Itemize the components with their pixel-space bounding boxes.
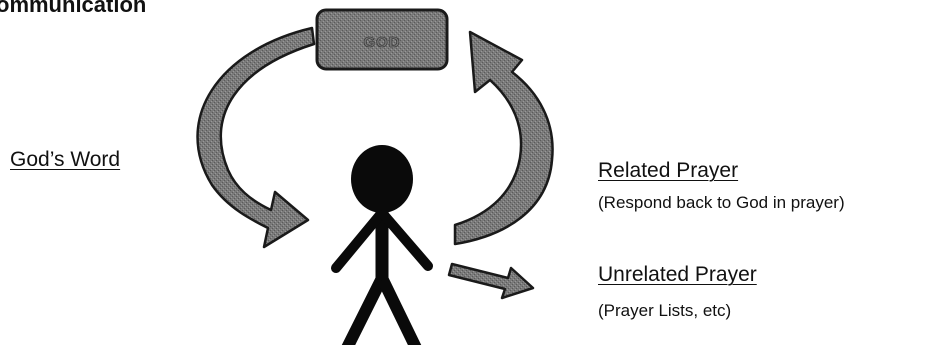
- related-prayer-label: Related Prayer: [598, 159, 739, 182]
- figure-right-arm: [379, 210, 433, 271]
- figure-left-arm: [331, 210, 385, 273]
- related-prayer-note: (Respond back to God in prayer): [598, 193, 845, 212]
- gods-word-arrow: [196, 26, 316, 249]
- unrelated-prayer-note: (Prayer Lists, etc): [598, 301, 732, 320]
- god-label: GOD: [363, 34, 400, 51]
- figure-right-leg: [377, 277, 422, 345]
- stick-figure: [331, 145, 433, 345]
- god-box: GOD: [315, 8, 449, 71]
- unrelated-prayer-arrow: [447, 262, 535, 300]
- figure-left-leg: [341, 277, 387, 345]
- gods-word-label: God’s Word: [10, 148, 121, 171]
- unrelated-prayer-label: Unrelated Prayer: [598, 263, 757, 286]
- related-prayer-arrow: [453, 30, 554, 246]
- figure-head: [351, 145, 413, 213]
- page-title: ommunication: [0, 0, 147, 17]
